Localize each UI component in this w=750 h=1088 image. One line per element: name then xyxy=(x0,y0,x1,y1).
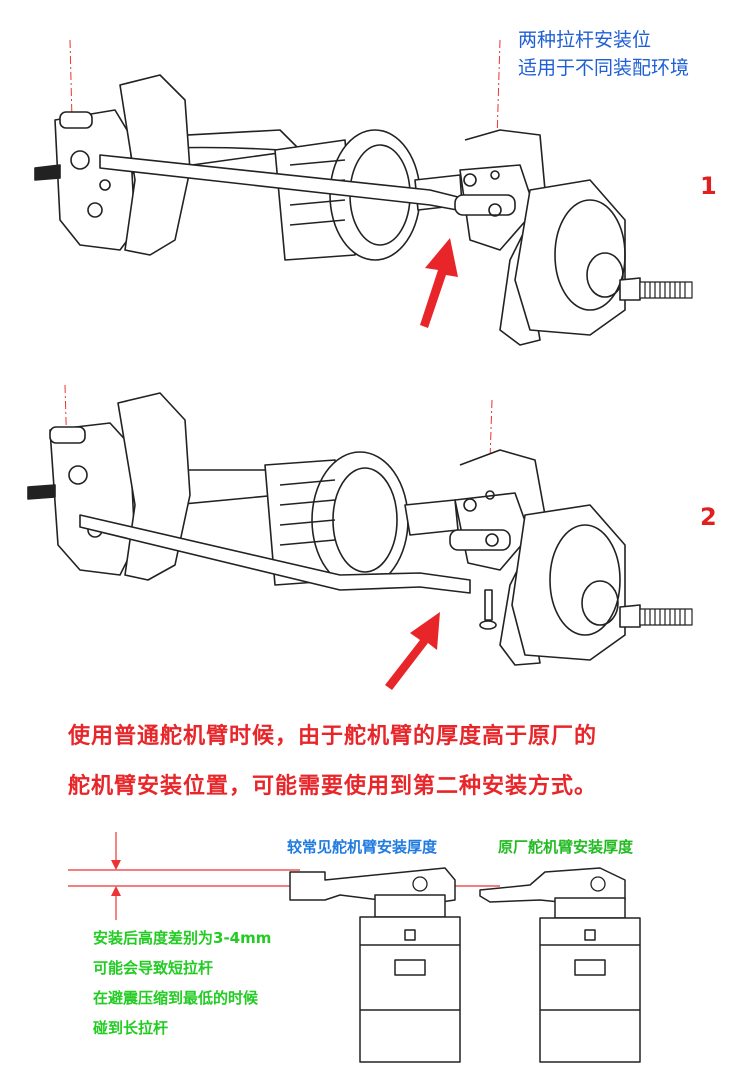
original-arm-thickness-label: 原厂舵机臂安装厚度 xyxy=(498,838,634,856)
axle-figure-1 xyxy=(34,39,693,346)
warning-line-2: 舵机臂安装位置，可能需要使用到第二种安装方式。 xyxy=(68,774,598,799)
height-note-line-4: 碰到长拉杆 xyxy=(93,1019,169,1037)
height-note-line-2: 可能会导致短拉杆 xyxy=(93,959,214,977)
warning-line-1: 使用普通舵机臂时候，由于舵机臂的厚度高于原厂的 xyxy=(68,724,598,749)
rod-position-note: 两种拉杆安装位 适用于不同装配环境 xyxy=(518,26,689,82)
figure-number-2: 2 xyxy=(700,503,717,531)
rod-note-line-2: 适用于不同装配环境 xyxy=(518,57,690,79)
arrow-1 xyxy=(420,238,458,328)
arrow-2 xyxy=(385,612,440,690)
common-arm-thickness-label: 较常见舵机臂安装厚度 xyxy=(287,838,438,856)
height-note-line-1: 安装后高度差别为3-4mm xyxy=(93,929,272,947)
rod-note-line-1: 两种拉杆安装位 xyxy=(518,29,652,51)
axle-figure-2 xyxy=(27,384,693,690)
height-note-line-3: 在避震压缩到最低的时候 xyxy=(93,989,259,1007)
height-difference-note: 安装后高度差别为3-4mm 可能会导致短拉杆 在避震压缩到最低的时候 碰到长拉杆 xyxy=(93,923,271,1043)
figure-number-1: 1 xyxy=(700,172,717,200)
